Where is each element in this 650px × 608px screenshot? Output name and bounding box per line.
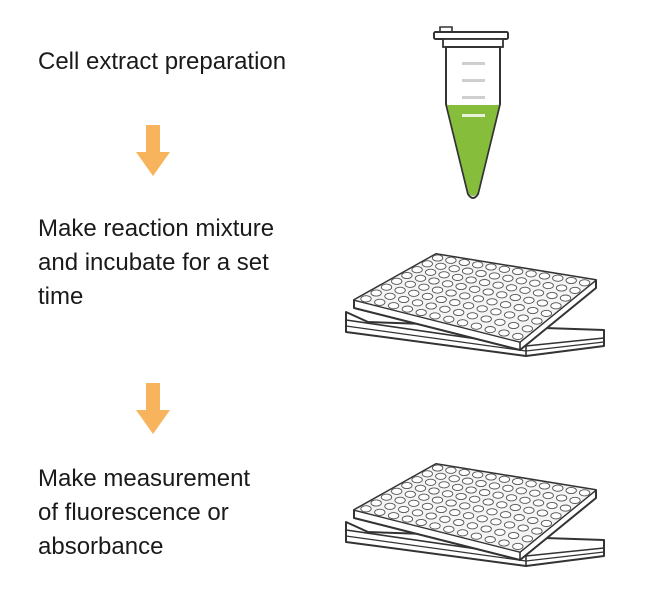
step-2-label: Make reaction mixture and incubate for a…: [38, 212, 274, 314]
step-2-line-1: Make reaction mixture: [38, 215, 275, 242]
step-1-line-1: Cell extract preparation: [38, 48, 287, 75]
step-3-line-2: of fluorescence or: [38, 499, 229, 526]
step-3-line-3: absorbance: [38, 533, 164, 560]
step-3-label: Make measurement of fluorescence or abso…: [38, 462, 250, 564]
step-3-line-1: Make measurement: [38, 465, 251, 492]
well-plate-icon: [345, 463, 605, 567]
step-1-label: Cell extract preparation: [38, 45, 286, 79]
arrow-down-icon: [136, 383, 170, 434]
step-2-line-3: time: [38, 283, 84, 310]
arrow-down-icon: [136, 125, 170, 176]
step-2-line-2: and incubate for a set: [38, 249, 269, 276]
well-plate-icon: [345, 253, 605, 357]
microcentrifuge-tube-icon: [433, 26, 509, 199]
